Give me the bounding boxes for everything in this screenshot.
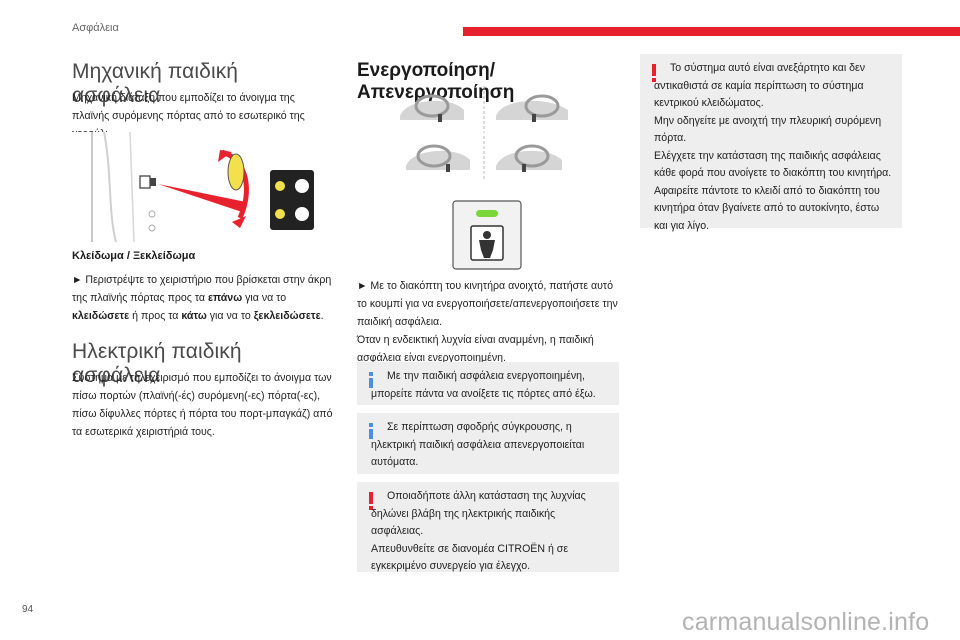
- activation-instruction: ► Με το διακόπτη του κινητήρα ανοιχτό, π…: [357, 280, 618, 328]
- led-indicator-icon: [476, 210, 498, 217]
- header-accent-bar: [463, 27, 960, 36]
- warning-icon: [369, 492, 373, 510]
- activation-title: Ενεργοποίηση/Απενεργοποίηση: [357, 60, 515, 103]
- child-lock-button[interactable]: [452, 200, 522, 270]
- mechanical-lock-illustration: [72, 131, 322, 243]
- section-header: Ασφάλεια: [72, 22, 119, 34]
- info-icon: [369, 423, 373, 439]
- info-icon: [369, 372, 373, 388]
- steering-wheel-icon: [400, 94, 464, 122]
- mechanical-lock-title: Μηχανική παιδική ασφάλεια: [72, 60, 239, 107]
- warning-icon: [652, 64, 656, 82]
- watermark: carmanualsonline.info: [682, 608, 930, 636]
- info-note-outside-open: Με την παιδική ασφάλεια ενεργοποιημένη, …: [357, 362, 619, 405]
- activation-indicator-text: Όταν η ενδεικτική λυχνία είναι αναμμένη,…: [357, 334, 594, 364]
- mechanical-lock-description: Μηχανική διάταξη που εμποδίζει το άνοιγμ…: [72, 92, 305, 140]
- lock-unlock-instructions: ► Περιστρέψτε το χειριστήριο που βρίσκετ…: [72, 274, 332, 322]
- steering-wheel-diagrams: [392, 86, 576, 180]
- child-lock-icon: [470, 225, 504, 261]
- electric-lock-description: Σύστημα με τηλεχειρισμό που εμποδίζει το…: [72, 372, 333, 438]
- info-note-collision: Σε περίπτωση σφοδρής σύγκρουσης, η ηλεκτ…: [357, 413, 619, 474]
- lock-unlock-heading: Κλείδωμα / Ξεκλείδωμα: [72, 250, 196, 262]
- page-number: 94: [22, 604, 34, 615]
- electric-lock-title: Ηλεκτρική παιδική ασφάλεια: [72, 340, 242, 387]
- warning-note-indicator: Οποιαδήποτε άλλη κατάσταση της λυχνίας δ…: [357, 482, 619, 572]
- warning-note-system: Το σύστημα αυτό είναι ανεξάρτητο και δεν…: [640, 54, 902, 232]
